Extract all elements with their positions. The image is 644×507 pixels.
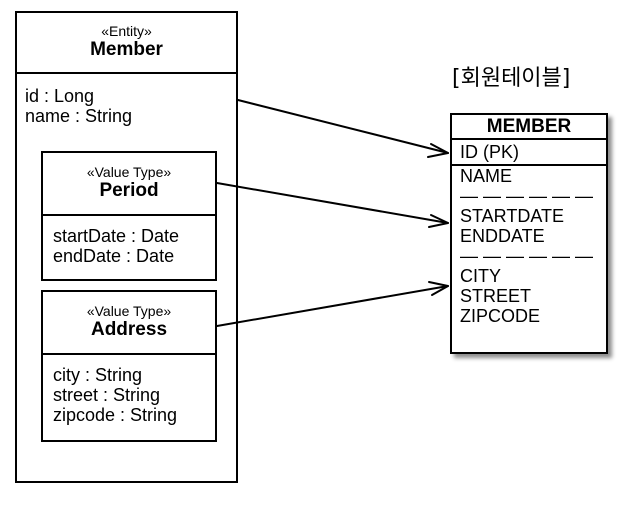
table-column: STARTDATE <box>460 206 565 226</box>
table-separator: — — — — — — <box>460 246 594 266</box>
arrow-member-to-table <box>237 99 449 158</box>
entity-stereotype: «Entity» <box>101 23 152 39</box>
table-title: [회원테이블] <box>452 66 571 91</box>
entity-attributes: id : Long name : String <box>17 74 236 126</box>
entity-name: Member <box>90 39 163 60</box>
period-attributes: startDate : Date endDate : Date <box>43 216 215 266</box>
table-pk-column: ID (PK) <box>452 140 606 166</box>
table-column: ZIPCODE <box>460 306 541 326</box>
period-name: Period <box>99 180 159 201</box>
table-separator: — — — — — — <box>460 186 594 206</box>
period-stereotype: «Value Type» <box>86 164 172 180</box>
address-header: «Value Type» Address <box>43 292 215 355</box>
address-attribute: street : String <box>53 385 161 405</box>
arrow-period-to-table <box>216 182 449 228</box>
table-column: CITY <box>460 266 502 286</box>
period-header: «Value Type» Period <box>43 153 215 216</box>
table-columns: NAME — — — — — — STARTDATE ENDDATE — — —… <box>452 166 606 326</box>
table-name: MEMBER <box>452 115 606 140</box>
address-attribute: zipcode : String <box>53 405 178 425</box>
period-value-type-box: «Value Type» Period startDate : Date end… <box>41 151 217 281</box>
period-attribute: startDate : Date <box>53 226 180 246</box>
arrow-address-to-table <box>216 281 449 327</box>
address-stereotype: «Value Type» <box>86 303 172 319</box>
entity-attribute: name : String <box>25 106 133 126</box>
table-column: ENDDATE <box>460 226 545 246</box>
address-name: Address <box>90 319 168 340</box>
table-column: STREET <box>460 286 532 306</box>
address-attributes: city : String street : String zipcode : … <box>43 355 215 425</box>
member-entity-header: «Entity» Member <box>17 13 236 74</box>
address-value-type-box: «Value Type» Address city : String stree… <box>41 290 217 442</box>
member-table-box: MEMBER ID (PK) NAME — — — — — — STARTDAT… <box>450 113 608 354</box>
entity-attribute: id : Long <box>25 86 95 106</box>
table-column: NAME <box>460 166 513 186</box>
period-attribute: endDate : Date <box>53 246 175 266</box>
address-attribute: city : String <box>53 365 143 385</box>
